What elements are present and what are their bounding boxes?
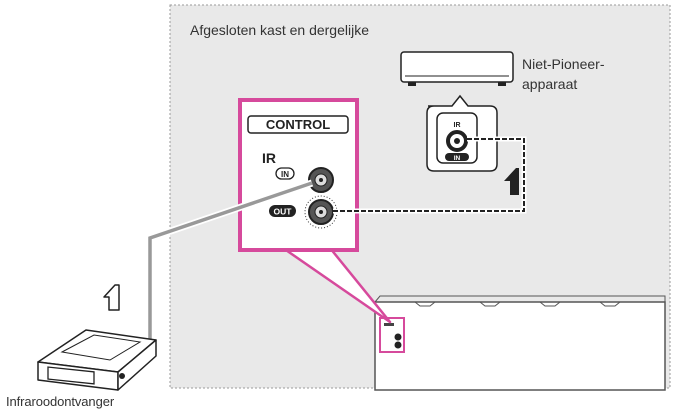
control-label-box	[247, 115, 349, 134]
device-in-badge-label: IN	[454, 155, 461, 162]
external-device-label-line1: Niet-Pioneer-	[522, 56, 605, 72]
out-badge-icon	[269, 205, 296, 217]
device-ir-jack	[436, 112, 478, 164]
device-ir-label: IR	[454, 122, 461, 129]
external-device-label: Niet-Pioneer- apparaat	[522, 54, 642, 94]
ir-receiver-label: Infraroodontvanger	[6, 394, 115, 409]
av-receiver-unit	[374, 295, 666, 391]
ir-in-cable-line	[148, 181, 313, 340]
ir-out-cable-dash	[333, 138, 525, 212]
ir-label: IR	[262, 150, 276, 166]
out-badge-label: OUT	[274, 207, 293, 217]
control-ir-in-jack	[308, 167, 334, 193]
signal-arrow-filled-icon	[504, 168, 519, 195]
in-badge-icon	[275, 167, 295, 180]
control-label: CONTROL	[266, 117, 330, 132]
enclosure-title: Afgesloten kast en dergelijke	[190, 22, 369, 38]
in-badge-label: IN	[281, 170, 289, 179]
signal-arrow-outline-icon	[103, 284, 120, 311]
external-device-label-line2: apparaat	[522, 76, 578, 92]
ir-receiver-icon	[37, 329, 157, 391]
external-device-icon	[400, 51, 514, 86]
